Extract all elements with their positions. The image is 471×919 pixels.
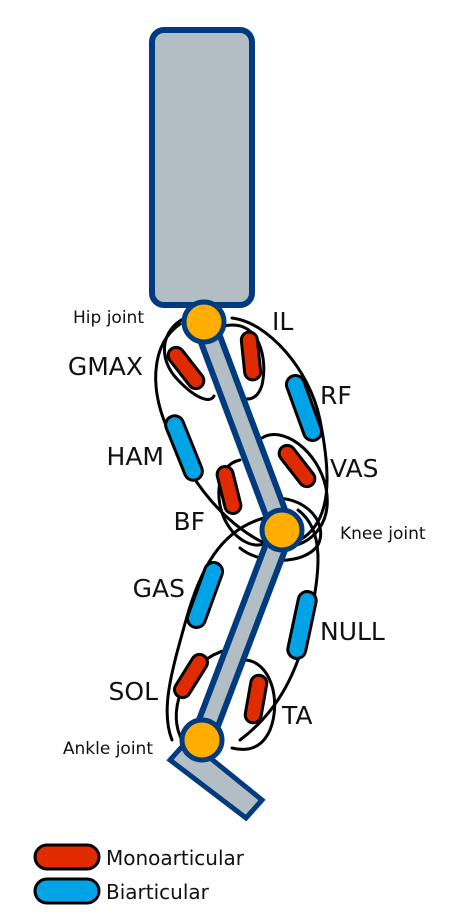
labels: Hip joint Knee joint Ankle joint IL GMAX…: [63, 307, 426, 759]
knee-joint-label: Knee joint: [340, 524, 426, 544]
null-muscle: [286, 590, 318, 660]
gmax-muscle: [166, 345, 206, 391]
legend-bi-swatch: [33, 877, 101, 905]
hip-joint-label: Hip joint: [73, 308, 144, 328]
rf-muscle: [284, 374, 324, 442]
gas-label: GAS: [133, 574, 185, 603]
gmax-label: GMAX: [68, 352, 143, 381]
gas-tendon: [165, 516, 266, 742]
legend-mono-swatch: [33, 843, 101, 871]
ham-muscle: [164, 414, 204, 482]
muscles: [164, 330, 324, 725]
gas-muscle: [185, 561, 225, 629]
ta-tendon: [230, 658, 277, 751]
knee-joint: [259, 507, 305, 553]
rf-tendon: [230, 316, 329, 542]
bf-muscle: [215, 464, 243, 516]
vas-tendon: [260, 433, 329, 550]
rf-label: RF: [320, 381, 352, 410]
joints: [179, 299, 305, 763]
thigh-bone: [197, 319, 289, 533]
il-label: IL: [272, 307, 293, 336]
shank-bone: [195, 527, 289, 743]
legend-bi-label: Biarticular: [106, 880, 210, 904]
vas-muscle: [277, 443, 317, 489]
vas-label: VAS: [330, 454, 378, 483]
hip-joint: [181, 299, 227, 345]
ham-label: HAM: [107, 442, 164, 471]
ta-label: TA: [281, 701, 312, 730]
sol-muscle: [173, 652, 209, 700]
legend-mono-label: Monoarticular: [106, 846, 245, 870]
ankle-joint-label: Ankle joint: [63, 739, 153, 759]
ta-muscle: [243, 673, 269, 725]
ankle-joint: [179, 717, 225, 763]
bf-label: BF: [173, 507, 205, 536]
null-label: NULL: [320, 617, 385, 646]
pelvis-segment: [149, 27, 255, 308]
sol-label: SOL: [109, 677, 159, 706]
il-muscle: [239, 330, 263, 382]
legend: Monoarticular Biarticular: [33, 843, 245, 905]
